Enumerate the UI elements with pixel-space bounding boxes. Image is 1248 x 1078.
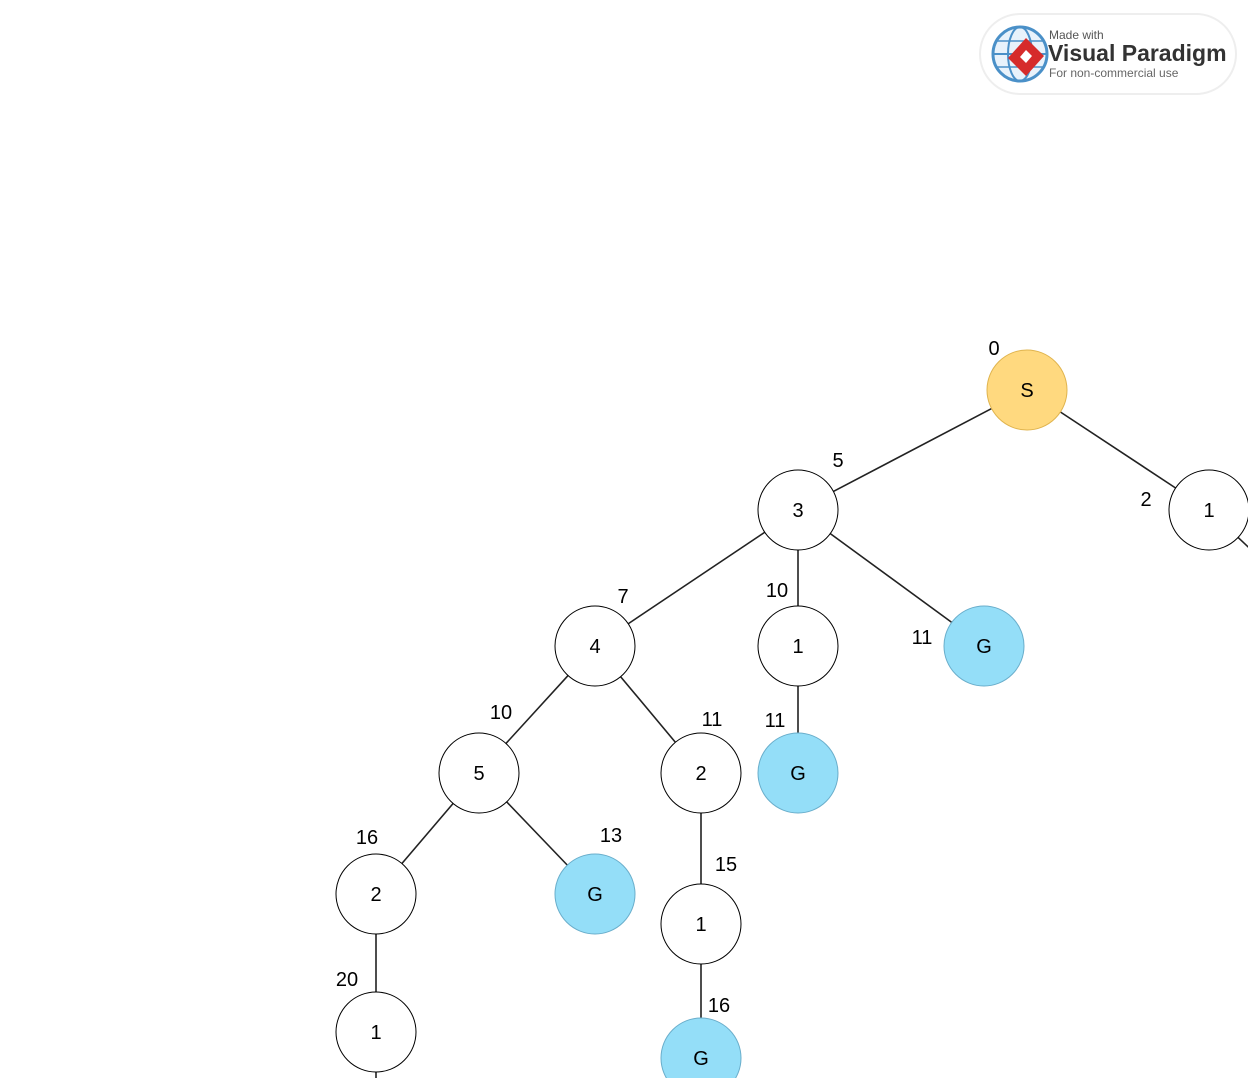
node-n3: 3 bbox=[757, 469, 839, 551]
node-label: 2 bbox=[695, 763, 706, 785]
watermark-made-with: Made with bbox=[1049, 28, 1104, 42]
watermark-badge: Made with Visual Paradigm For non-commer… bbox=[979, 13, 1237, 95]
node-n1r: 1 bbox=[1168, 469, 1248, 551]
node-circle bbox=[757, 469, 839, 551]
cost-label-g3: 13 bbox=[600, 825, 622, 847]
watermark-background bbox=[979, 13, 1237, 95]
cost-label-n2m: 11 bbox=[702, 709, 723, 731]
node-circle bbox=[554, 853, 636, 935]
node-circle bbox=[943, 605, 1025, 687]
node-label: 3 bbox=[792, 500, 803, 522]
cost-label-n1b: 15 bbox=[715, 854, 737, 876]
cost-label-n1m: 10 bbox=[766, 580, 788, 602]
node-g4: G bbox=[660, 1017, 742, 1078]
node-label: S bbox=[1020, 380, 1033, 402]
node-circle bbox=[757, 732, 839, 814]
node-n1l: 1 bbox=[335, 991, 417, 1073]
node-circle bbox=[335, 853, 417, 935]
node-label: G bbox=[976, 636, 992, 658]
node-n2l: 2 bbox=[335, 853, 417, 935]
edge-n3-g1 bbox=[829, 532, 953, 624]
node-g3: G bbox=[554, 853, 636, 935]
node-n2m: 2 bbox=[660, 732, 742, 814]
node-circle bbox=[660, 1017, 742, 1078]
cost-label-g4: 16 bbox=[708, 995, 730, 1017]
node-label: G bbox=[587, 884, 603, 906]
cost-label-S: 0 bbox=[988, 338, 999, 360]
node-g2: G bbox=[757, 732, 839, 814]
node-n1m: 1 bbox=[757, 605, 839, 687]
cost-label-g2: 11 bbox=[765, 710, 786, 732]
edge-n1r-offscreen bbox=[1237, 536, 1248, 548]
node-label: 1 bbox=[1203, 500, 1214, 522]
cost-label-n4: 7 bbox=[617, 586, 628, 608]
edge-n3-n4 bbox=[627, 531, 766, 625]
edge-S-n3 bbox=[833, 407, 992, 493]
visual-paradigm-logo-icon bbox=[991, 25, 1049, 83]
node-label: 5 bbox=[473, 763, 484, 785]
node-label: 2 bbox=[370, 884, 381, 906]
node-g1: G bbox=[943, 605, 1025, 687]
node-label: 1 bbox=[370, 1022, 381, 1044]
node-circle bbox=[660, 883, 742, 965]
node-n1b: 1 bbox=[660, 883, 742, 965]
edge-n5-g3 bbox=[506, 801, 568, 866]
node-n5: 5 bbox=[438, 732, 520, 814]
node-circle bbox=[986, 349, 1068, 431]
cost-label-n1l: 20 bbox=[336, 969, 358, 991]
cost-label-g1: 11 bbox=[912, 627, 933, 649]
edge-n4-n5 bbox=[505, 674, 569, 745]
cost-label-n1r: 2 bbox=[1140, 489, 1151, 511]
node-circle bbox=[1168, 469, 1248, 551]
node-circle bbox=[757, 605, 839, 687]
node-label: 1 bbox=[792, 636, 803, 658]
edges bbox=[375, 407, 1248, 1078]
edge-n5-n2l bbox=[401, 802, 454, 865]
cost-label-n5: 10 bbox=[490, 702, 512, 724]
cost-label-n3: 5 bbox=[832, 450, 843, 472]
node-label: G bbox=[693, 1048, 709, 1070]
watermark-usage: For non-commercial use bbox=[1049, 66, 1179, 80]
node-label: 1 bbox=[695, 914, 706, 936]
edge-S-n1r bbox=[1059, 411, 1177, 489]
node-S: S bbox=[986, 349, 1068, 431]
node-circle bbox=[554, 605, 636, 687]
node-circle bbox=[335, 991, 417, 1073]
cost-label-n2l: 16 bbox=[356, 827, 378, 849]
node-circle bbox=[438, 732, 520, 814]
edge-n4-n2m bbox=[620, 676, 676, 743]
node-label: 4 bbox=[589, 636, 600, 658]
node-label: G bbox=[790, 763, 806, 785]
node-circle bbox=[660, 732, 742, 814]
watermark-title: Visual Paradigm bbox=[1048, 40, 1227, 66]
node-n4: 4 bbox=[554, 605, 636, 687]
